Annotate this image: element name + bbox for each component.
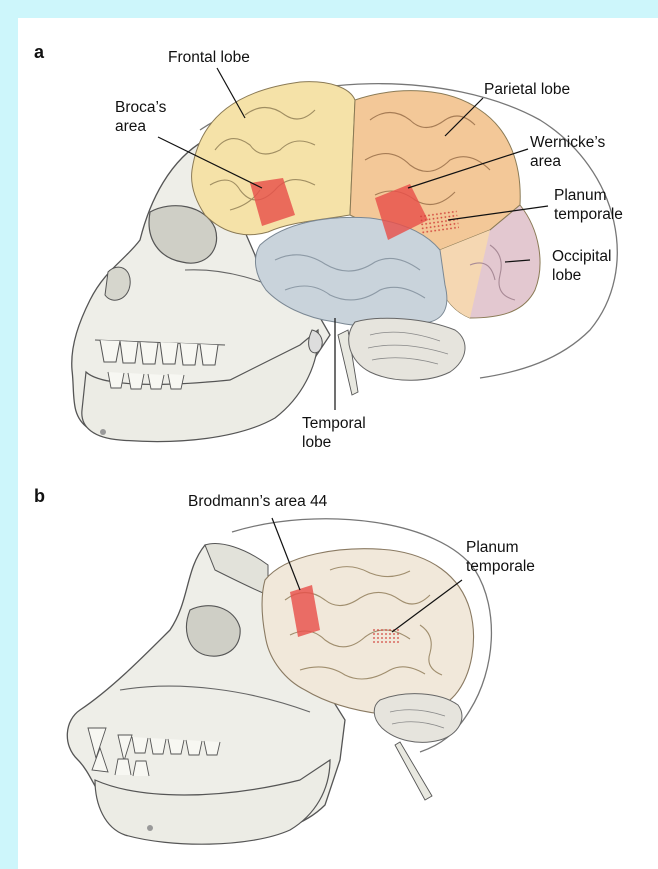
planum-temporale-region-b	[372, 629, 400, 643]
label-parietal-lobe: Parietal lobe	[484, 80, 570, 99]
panel-letter-a: a	[34, 42, 44, 63]
label-occipital-lobe: Occipital lobe	[552, 247, 611, 285]
label-brodmann-area-44: Brodmann’s area 44	[188, 492, 327, 511]
label-planum-temporale-a: Planum temporale	[554, 186, 623, 224]
label-frontal-lobe: Frontal lobe	[168, 48, 250, 67]
label-planum-temporale-b: Planum temporale	[466, 538, 535, 576]
label-broca-area: Broca’s area	[115, 98, 166, 136]
panel-letter-b: b	[34, 486, 45, 507]
label-wernicke-area: Wernicke’s area	[530, 133, 605, 171]
label-temporal-lobe: Temporal lobe	[302, 414, 366, 452]
